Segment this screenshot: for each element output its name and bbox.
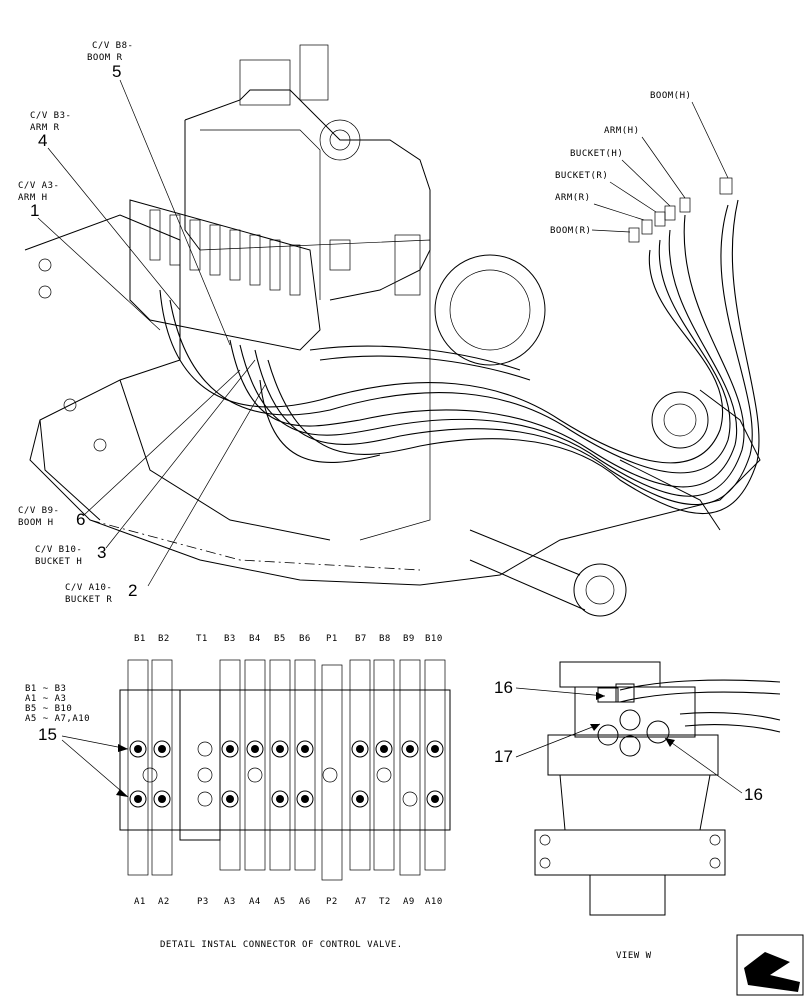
motor-view: 16 17 16 VIEW W <box>494 661 781 961</box>
callout-number: 2 <box>128 581 137 600</box>
svg-text:A9: A9 <box>403 897 415 907</box>
svg-text:B10: B10 <box>425 634 443 644</box>
svg-text:C/V A10-: C/V A10- <box>65 583 112 593</box>
callout-number: 4 <box>38 131 47 150</box>
svg-text:C/V B10-: C/V B10- <box>35 545 82 555</box>
svg-text:A3: A3 <box>224 897 236 907</box>
svg-text:C/V B8-: C/V B8- <box>92 41 133 51</box>
svg-text:C/V B9-: C/V B9- <box>18 506 59 516</box>
hose-label-bucket-h: BUCKET(H) <box>570 149 623 159</box>
svg-text:B7: B7 <box>355 634 367 644</box>
svg-text:P3: P3 <box>197 897 209 907</box>
svg-text:BOOM H: BOOM H <box>18 518 54 528</box>
callout-17: 17 <box>494 747 513 766</box>
hose-fittings <box>628 177 733 243</box>
svg-text:T1: T1 <box>196 634 208 644</box>
svg-text:BUCKET R: BUCKET R <box>65 595 112 605</box>
callout-5: C/V B8- BOOM R 5 <box>87 41 133 81</box>
svg-text:ARM R: ARM R <box>30 123 60 133</box>
hose-label-boom-r: BOOM(R) <box>550 226 591 236</box>
callout-16-bottom: 16 <box>744 785 763 804</box>
svg-text:ARM H: ARM H <box>18 193 48 203</box>
valve-detail-caption: DETAIL INSTAL CONNECTOR OF CONTROL VALVE… <box>160 940 403 950</box>
svg-text:A5: A5 <box>274 897 286 907</box>
callout-1: C/V A3- ARM H 1 <box>18 181 59 220</box>
port-legend: B1 ~ B3 A1 ~ A3 B5 ~ B10 A5 ~ A7,A10 <box>25 684 90 724</box>
hose-label-boom-h: BOOM(H) <box>650 91 691 101</box>
hose-label-arm-r: ARM(R) <box>555 193 591 203</box>
svg-text:C/V B3-: C/V B3- <box>30 111 71 121</box>
callout-4: C/V B3- ARM R 4 <box>30 111 71 150</box>
svg-text:B4: B4 <box>249 634 261 644</box>
svg-text:A6: A6 <box>299 897 311 907</box>
svg-text:A4: A4 <box>249 897 261 907</box>
bottom-port-labels: A1 A2 P3 A3 A4 A5 A6 P2 A7 T2 A9 A10 <box>134 897 443 907</box>
svg-text:B8: B8 <box>379 634 391 644</box>
svg-text:B1 ~ B3: B1 ~ B3 <box>25 684 66 694</box>
svg-text:BOOM R: BOOM R <box>87 53 123 63</box>
corner-arrow-icon <box>736 934 804 996</box>
svg-text:B5 ~ B10: B5 ~ B10 <box>25 704 72 714</box>
svg-text:A1 ~ A3: A1 ~ A3 <box>25 694 66 704</box>
svg-text:C/V A3-: C/V A3- <box>18 181 59 191</box>
main-assembly-drawing <box>24 44 761 617</box>
svg-text:A7: A7 <box>355 897 367 907</box>
callout-number: 5 <box>112 62 121 81</box>
svg-text:B3: B3 <box>224 634 236 644</box>
svg-text:B5: B5 <box>274 634 286 644</box>
svg-text:A5 ~ A7,A10: A5 ~ A7,A10 <box>25 714 90 724</box>
valve-detail: B1 B2 T1 B3 B4 B5 B6 P1 B7 B8 B9 B10 <box>25 634 451 950</box>
svg-text:A10: A10 <box>425 897 443 907</box>
main-callout-leaders <box>37 79 266 587</box>
callout-2: C/V A10- BUCKET R 2 <box>65 581 137 605</box>
callout-15: 15 <box>38 725 57 744</box>
svg-text:P1: P1 <box>326 634 338 644</box>
hose-label-bucket-r: BUCKET(R) <box>555 171 608 181</box>
svg-text:A2: A2 <box>158 897 170 907</box>
callout-number: 6 <box>76 510 85 529</box>
svg-text:B1: B1 <box>134 634 146 644</box>
svg-text:B9: B9 <box>403 634 415 644</box>
hose-bundle <box>159 199 760 515</box>
callout-number: 3 <box>97 543 106 562</box>
svg-text:P2: P2 <box>326 897 338 907</box>
svg-text:T2: T2 <box>379 897 391 907</box>
hose-labels: BOOM(H) ARM(H) BUCKET(H) BUCKET(R) ARM(R… <box>550 91 729 236</box>
svg-text:B6: B6 <box>299 634 311 644</box>
motor-view-caption: VIEW W <box>616 951 652 961</box>
svg-text:A1: A1 <box>134 897 146 907</box>
callout-3: C/V B10- BUCKET H 3 <box>35 543 106 567</box>
callout-number: 1 <box>30 201 39 220</box>
top-port-labels: B1 B2 T1 B3 B4 B5 B6 P1 B7 B8 B9 B10 <box>134 634 443 644</box>
callout-16-top: 16 <box>494 678 513 697</box>
hose-label-arm-h: ARM(H) <box>604 126 640 136</box>
valve-fittings <box>129 740 444 808</box>
callout-6: C/V B9- BOOM H 6 <box>18 506 85 529</box>
callout-15-arrows <box>61 735 129 798</box>
svg-text:BUCKET H: BUCKET H <box>35 557 82 567</box>
svg-text:B2: B2 <box>158 634 170 644</box>
